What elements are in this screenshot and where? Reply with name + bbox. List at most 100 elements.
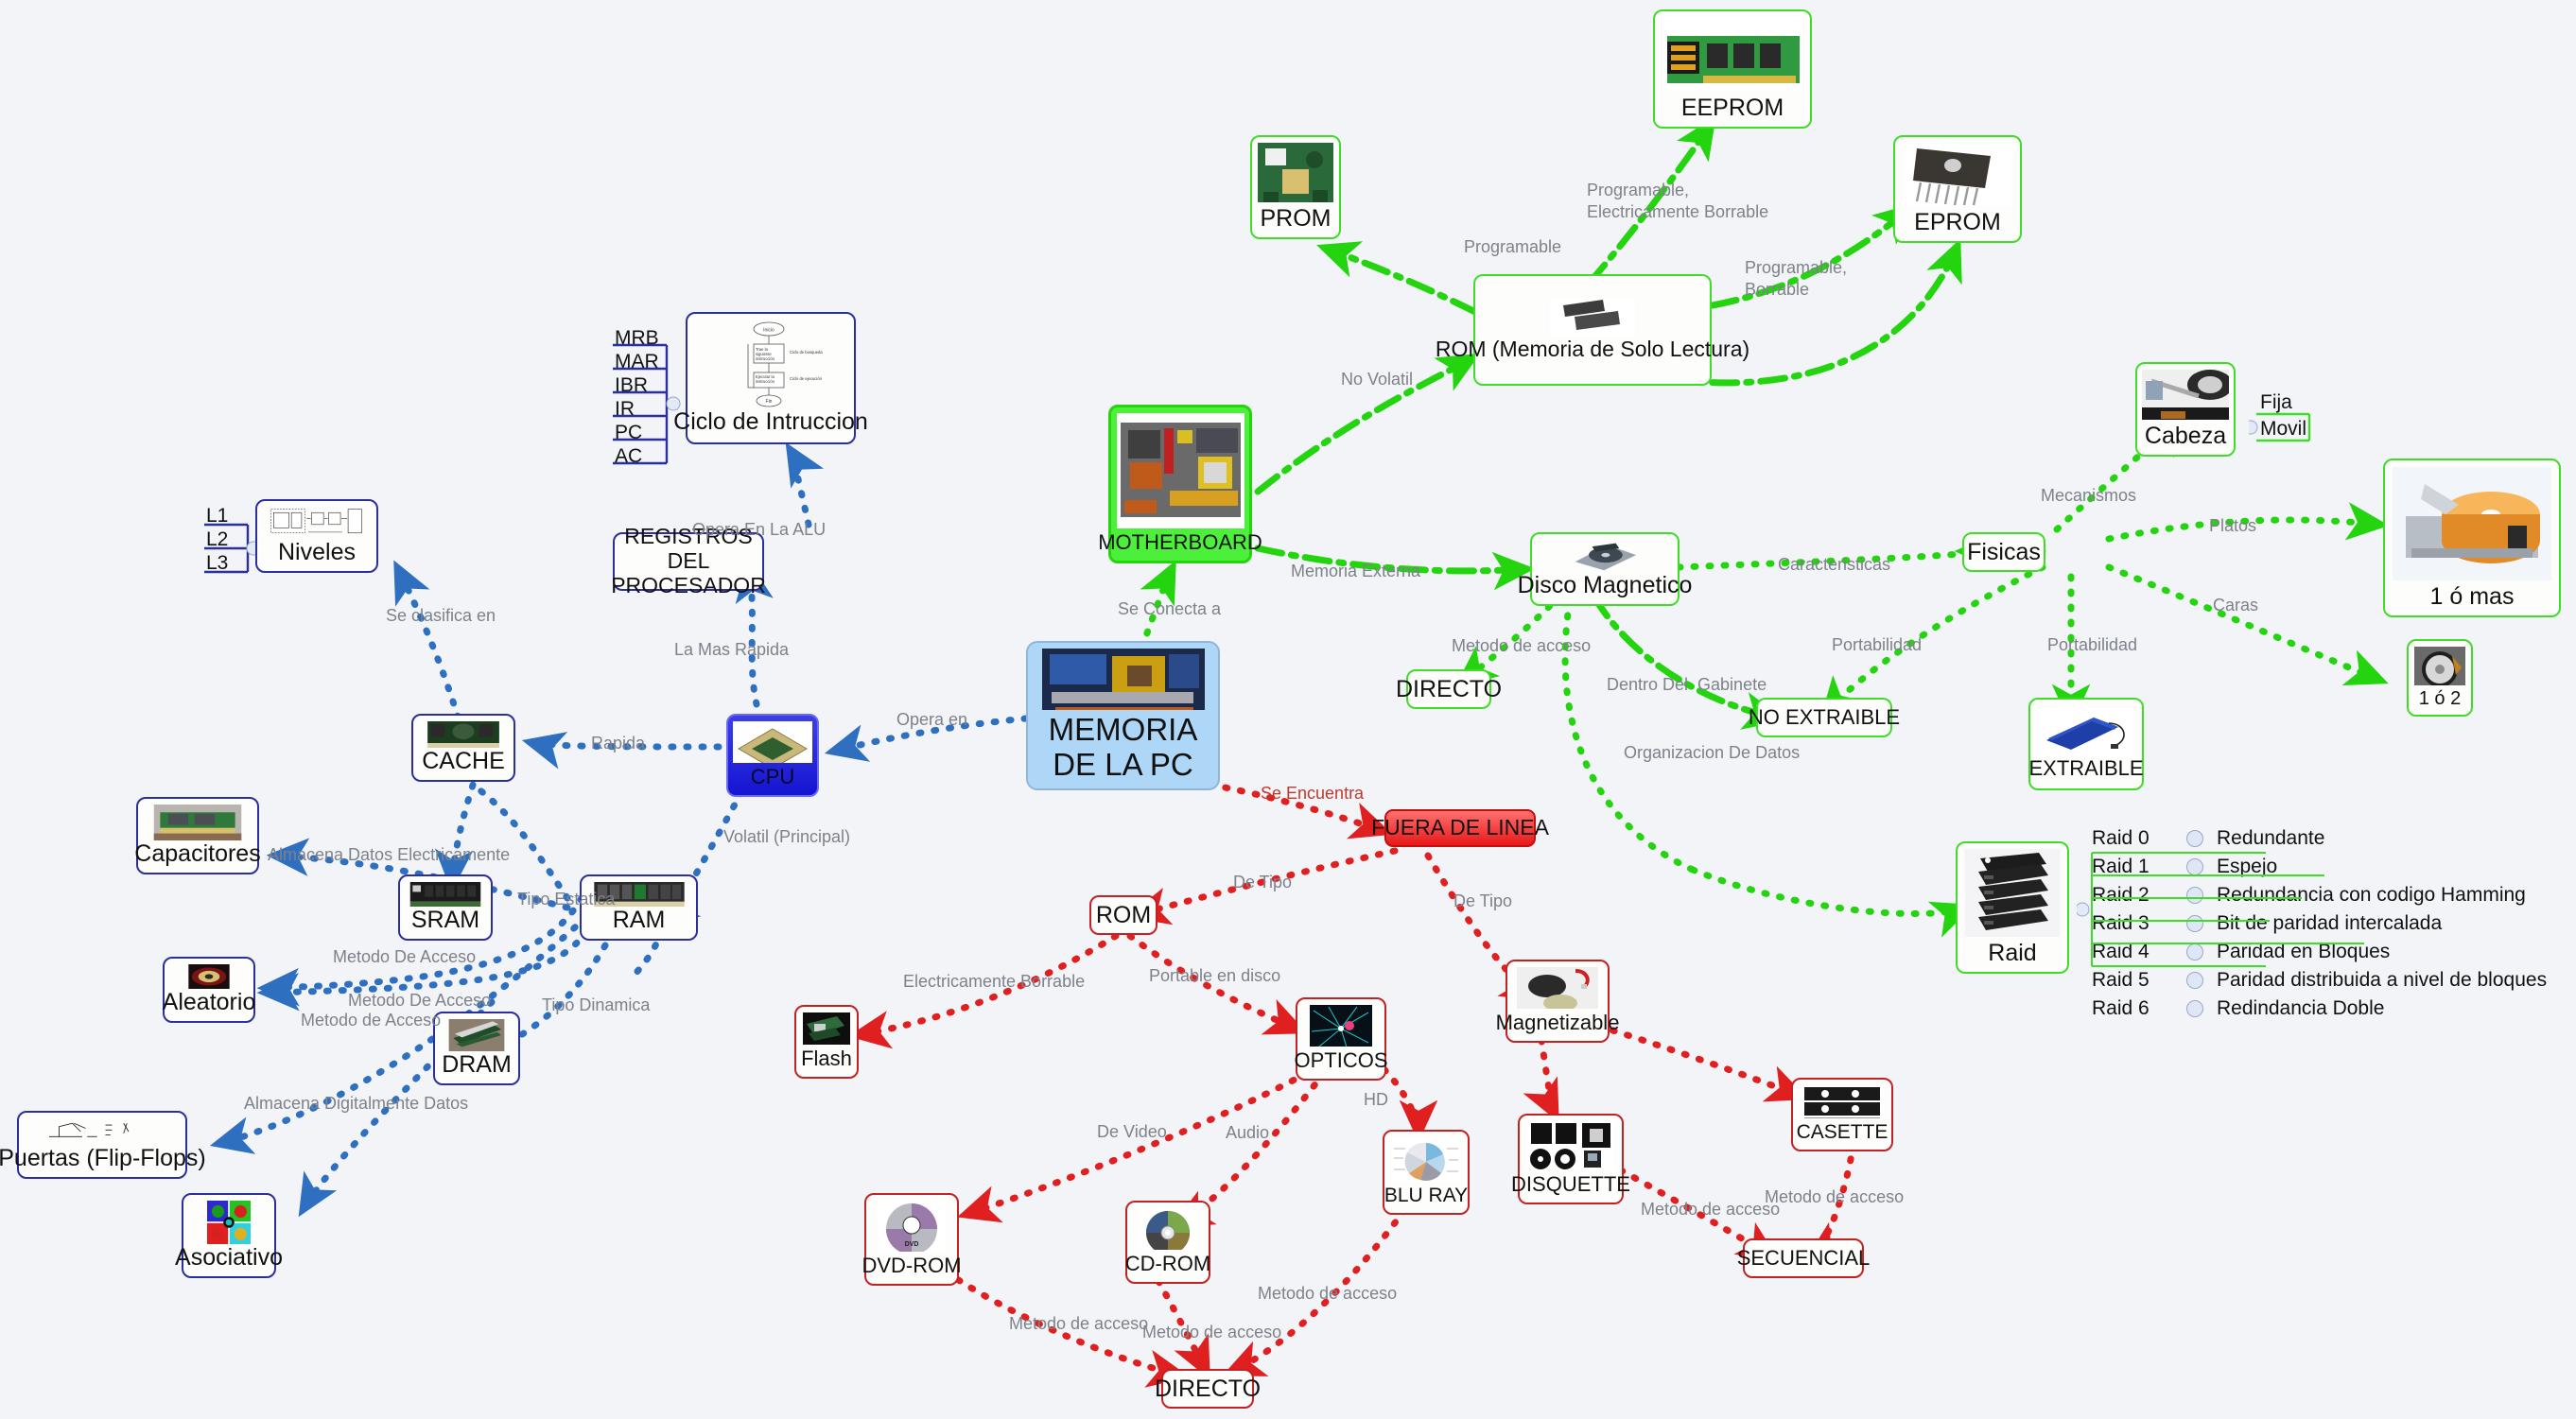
node-no-extraible[interactable]: NO EXTRAIBLE bbox=[1749, 698, 1900, 737]
node-motherboard[interactable]: MOTHERBOARD bbox=[1098, 405, 1262, 563]
node-asociativo[interactable]: Asociativo bbox=[175, 1193, 283, 1278]
edge-label-de-tipo-1: De Tipo bbox=[1233, 873, 1293, 891]
node-label: CPU bbox=[750, 765, 795, 789]
prom-photo bbox=[1258, 143, 1333, 202]
node-prom[interactable]: PROM bbox=[1250, 135, 1341, 239]
cd-disc-photo bbox=[1139, 1208, 1197, 1251]
node-dram[interactable]: DRAM bbox=[433, 1012, 520, 1085]
raid-bullet-icon bbox=[2186, 1000, 2203, 1017]
node-cabeza[interactable]: Cabeza bbox=[2135, 362, 2236, 457]
raid-row[interactable]: Raid 5 Paridad distribuida a nivel de bl… bbox=[2092, 966, 2547, 995]
node-label: Disco Magnetico bbox=[1517, 572, 1693, 598]
node-label: CACHE bbox=[422, 748, 505, 774]
node-label: NO EXTRAIBLE bbox=[1748, 704, 1901, 729]
node-blu-ray[interactable]: BLU RAY bbox=[1383, 1130, 1470, 1215]
disk-head-photo bbox=[2142, 370, 2229, 420]
node-eprom[interactable]: EPROM bbox=[1893, 135, 2022, 243]
raid-row[interactable]: Raid 1 Espejo bbox=[2092, 853, 2547, 881]
node-ram[interactable]: RAM bbox=[580, 874, 698, 941]
node-1-o-2[interactable]: 1 ó 2 bbox=[2407, 639, 2473, 717]
svg-text:instrucción: instrucción bbox=[756, 379, 775, 384]
node-extraible[interactable]: EXTRAIBLE bbox=[2028, 698, 2144, 790]
edge-label-metodo-de-acceso-dvd: Metodo de acceso bbox=[1009, 1314, 1149, 1333]
edge-label-audio: Audio bbox=[1226, 1123, 1270, 1142]
edge-label-metodo-de-acceso-disco: Metodo de acceso bbox=[1452, 636, 1592, 655]
node-niveles[interactable]: Niveles bbox=[255, 499, 378, 573]
raid-level: Raid 2 bbox=[2092, 884, 2150, 906]
node-aleatorio[interactable]: Aleatorio bbox=[163, 957, 255, 1023]
associative-photo bbox=[207, 1201, 251, 1244]
node-registros-del-procesador[interactable]: REGISTROS DEL PROCESADOR bbox=[611, 524, 766, 597]
laser-photo bbox=[1310, 1005, 1372, 1047]
node-label: DRAM bbox=[442, 1051, 512, 1078]
node-label: Cabeza bbox=[2144, 423, 2227, 449]
edge-label-metodo-de-acceso-3: Metodo de Acceso bbox=[301, 1011, 442, 1030]
dram-module-photo bbox=[448, 1019, 505, 1051]
node-raid[interactable]: Raid bbox=[1956, 841, 2069, 974]
node-rom-memoria-solo-lectura[interactable]: ROM (Memoria de Solo Lectura) bbox=[1436, 274, 1749, 386]
raid-bullet-icon bbox=[2186, 915, 2203, 932]
node-label: Niveles bbox=[278, 539, 356, 565]
node-label: CASETTE bbox=[1796, 1121, 1888, 1144]
raid-level: Raid 0 bbox=[2092, 827, 2150, 849]
node-label: MOTHERBOARD bbox=[1098, 530, 1262, 555]
svg-text:Ejecutar la: Ejecutar la bbox=[756, 374, 775, 379]
node-secuencial[interactable]: SECUENCIAL bbox=[1737, 1238, 1870, 1278]
raid-desc: Paridad en Bloques bbox=[2217, 941, 2391, 962]
registros-bracket bbox=[613, 343, 681, 465]
node-eeprom[interactable]: EEPROM bbox=[1653, 9, 1812, 129]
edge-label-programable-electricamente-borrable: Programable, Electricamente Borrable bbox=[1587, 181, 1769, 221]
node-label: Raid bbox=[1988, 940, 2037, 966]
node-directo-bottom[interactable]: DIRECTO bbox=[1155, 1369, 1261, 1409]
raid-row[interactable]: Raid 0 Redundante bbox=[2092, 824, 2547, 853]
raid-row[interactable]: Raid 6 Redindancia Doble bbox=[2092, 995, 2547, 1023]
edge-label-platos: Platos bbox=[2209, 516, 2257, 535]
node-label: BLU RAY bbox=[1384, 1185, 1469, 1207]
edge-label-dentro-del-gabinete: Dentro Del Gabinete bbox=[1607, 675, 1767, 694]
edge-label-tipo-dinamica: Tipo Dinamica bbox=[542, 995, 651, 1014]
node-sram[interactable]: SRAM bbox=[398, 874, 493, 941]
node-label: Magnetizable bbox=[1495, 1011, 1620, 1035]
node-capacitores[interactable]: Capacitores bbox=[134, 797, 261, 874]
raid-row[interactable]: Raid 4 Paridad en Bloques bbox=[2092, 938, 2547, 966]
node-fuera-de-linea[interactable]: FUERA DE LINEA bbox=[1371, 809, 1549, 847]
edge-label-volatil-principal: Volatil (Principal) bbox=[723, 827, 851, 846]
node-label: ROM (Memoria de Solo Lectura) bbox=[1435, 337, 1750, 362]
node-flash[interactable]: Flash bbox=[794, 1005, 859, 1079]
node-dvd-rom[interactable]: DVD DVD-ROM bbox=[862, 1193, 962, 1286]
edge-label-metodo-de-acceso-cd: Metodo de acceso bbox=[1142, 1323, 1282, 1341]
node-ciclo-de-instruccion[interactable]: Inicio Trae la siguiente instrucción Cic… bbox=[673, 312, 868, 444]
node-disquette[interactable]: DISQUETTE bbox=[1511, 1114, 1630, 1204]
flash-memory-photo bbox=[803, 1012, 850, 1046]
edge-label-organizacion-de-datos: Organizacion De Datos bbox=[1624, 743, 1801, 762]
node-opticos[interactable]: OPTICOS bbox=[1295, 997, 1388, 1081]
node-1-o-mas[interactable]: 1 ó mas bbox=[2383, 459, 2561, 617]
svg-text:siguiente: siguiente bbox=[756, 352, 772, 356]
node-casette[interactable]: CASETTE bbox=[1791, 1078, 1893, 1151]
node-label: EPROM bbox=[1914, 209, 2001, 235]
node-cd-rom[interactable]: CD-ROM bbox=[1125, 1201, 1210, 1284]
registro-item: AC bbox=[615, 444, 643, 467]
node-cpu[interactable]: CPU bbox=[726, 714, 819, 797]
node-fisicas[interactable]: Fisicas bbox=[1962, 532, 2045, 572]
node-cache[interactable]: CACHE bbox=[411, 714, 515, 782]
registro-item: IR bbox=[615, 397, 635, 420]
edge-label-se-encuentra: Se Encuentra bbox=[1261, 784, 1365, 803]
raid-row[interactable]: Raid 2 Redundancia con codigo Hamming bbox=[2092, 881, 2547, 909]
edge-label-metodo-de-acceso-bluray: Metodo de acceso bbox=[1258, 1284, 1398, 1303]
ram-module-photo bbox=[593, 882, 685, 907]
edge-label-mecanismos: Mecanismos bbox=[2041, 486, 2137, 505]
node-label: Asociativo bbox=[175, 1244, 283, 1271]
eeprom-photo bbox=[1662, 17, 1803, 92]
node-magnetizable[interactable]: Magnetizable bbox=[1496, 960, 1619, 1043]
node-memoria-de-la-pc[interactable]: MEMORIA DE LA PC bbox=[1026, 641, 1220, 790]
cabeza-item: Movil bbox=[2260, 418, 2307, 440]
node-puertas-flip-flops[interactable]: Puertas (Flip-Flops) bbox=[0, 1111, 206, 1179]
niveles-bracket bbox=[204, 523, 255, 574]
node-label: DVD-ROM bbox=[862, 1254, 962, 1278]
raid-row[interactable]: Raid 3 Bit de paridad intercalada bbox=[2092, 909, 2547, 938]
node-rom-red[interactable]: ROM bbox=[1089, 895, 1157, 935]
edge-label-metodo-de-acceso-disq: Metodo de acceso bbox=[1641, 1200, 1781, 1219]
node-disco-magnetico[interactable]: Disco Magnetico bbox=[1518, 532, 1692, 606]
node-directo-disco[interactable]: DIRECTO bbox=[1396, 669, 1502, 709]
